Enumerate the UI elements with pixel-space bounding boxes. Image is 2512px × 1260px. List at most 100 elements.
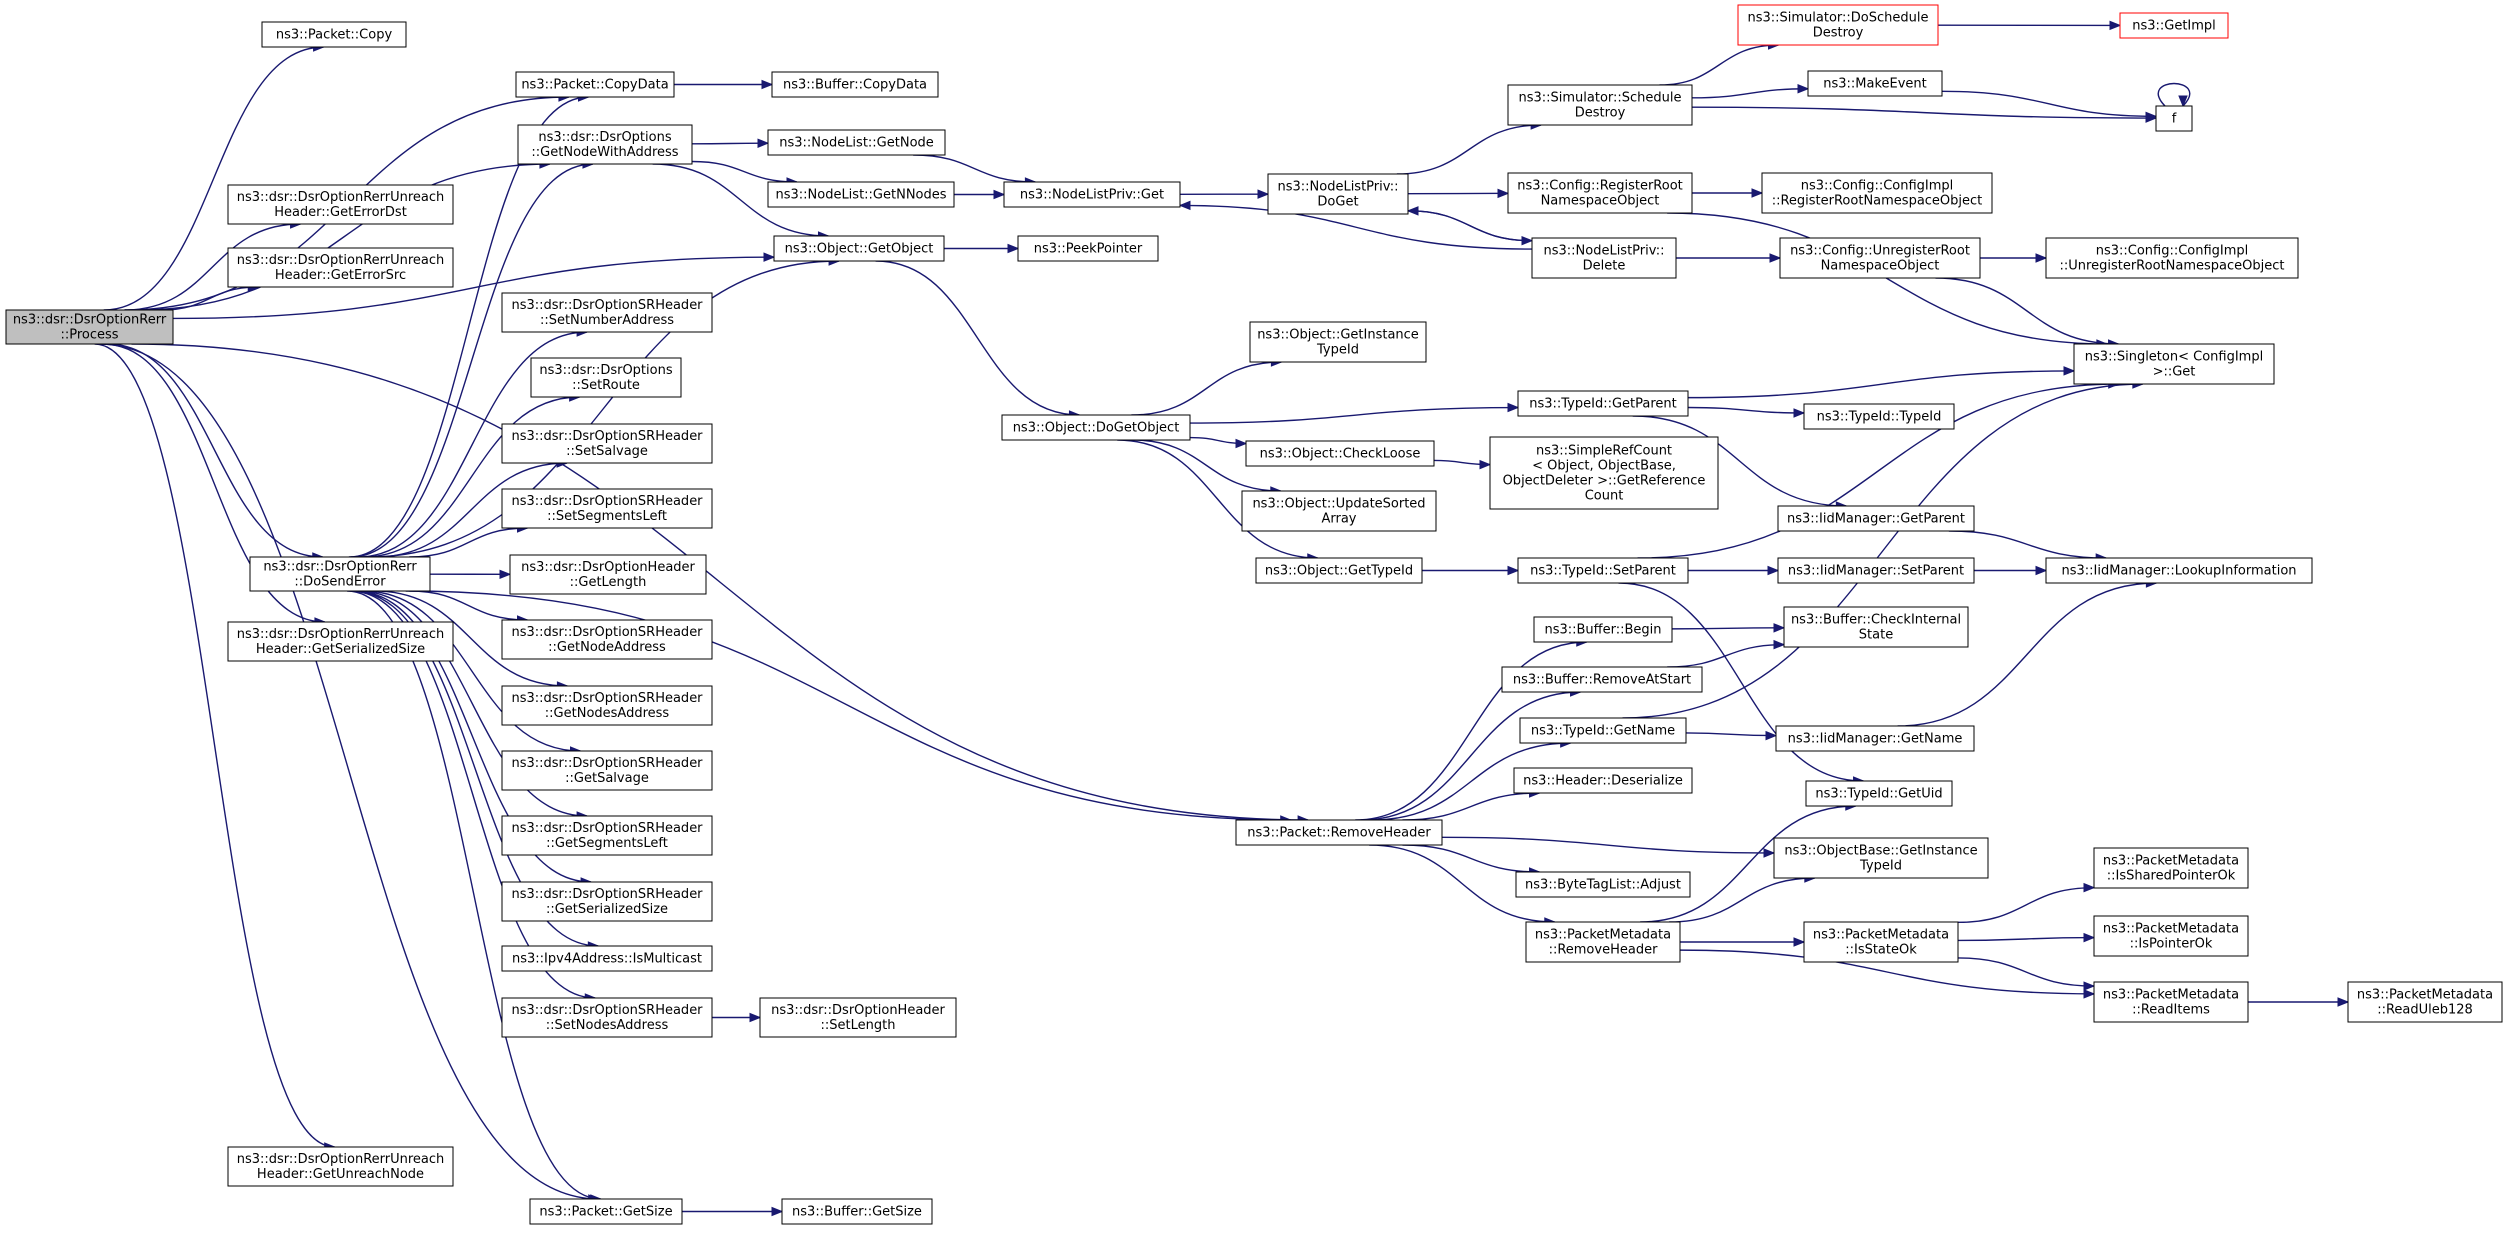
node-box[interactable] [1501,666,1703,693]
node-box[interactable] [1489,436,1719,510]
node-box[interactable] [1531,237,1677,279]
node-dogetobject[interactable]: ns3::Object::DoGetObject [1001,414,1191,441]
node-box[interactable] [1761,172,1993,214]
node-tidgetparent[interactable]: ns3::TypeId::GetParent [1517,390,1689,417]
node-setnumaddr[interactable]: ns3::dsr::DsrOptionSRHeader::SetNumberAd… [501,292,713,333]
node-box[interactable] [1737,4,1939,46]
node-bufcopydata[interactable]: ns3::Buffer::CopyData [771,71,939,98]
node-box[interactable] [501,945,713,972]
node-getnodewithaddr[interactable]: ns3::dsr::DsrOptions::GetNodeWithAddress [517,124,693,165]
node-box[interactable] [509,554,707,595]
node-box[interactable] [501,685,713,726]
node-btladjust[interactable]: ns3::ByteTagList::Adjust [1515,871,1691,898]
node-cfgregroot[interactable]: ns3::Config::RegisterRootNamespaceObject [1507,172,1693,214]
node-iidsetparent[interactable]: ns3::IidManager::SetParent [1777,557,1975,584]
node-box[interactable] [1517,557,1689,584]
node-box[interactable] [501,881,713,922]
node-hdrdeserialize[interactable]: ns3::Header::Deserialize [1513,767,1693,794]
node-iidgetparent[interactable]: ns3::IidManager::GetParent [1777,505,1975,532]
node-removeheader[interactable]: ns3::Packet::RemoveHeader [1235,819,1443,846]
node-box[interactable] [515,71,675,98]
node-box[interactable] [501,423,713,464]
node-box[interactable] [781,1198,933,1225]
node-box[interactable] [1245,440,1435,467]
node-box[interactable] [501,815,713,856]
node-box[interactable] [1805,780,1953,807]
node-box[interactable] [227,247,454,288]
node-pmisstateok[interactable]: ns3::PacketMetadata::IsStateOk [1803,921,1959,963]
node-box[interactable] [501,619,713,660]
node-setsegleft[interactable]: ns3::dsr::DsrOptionSRHeader::SetSegments… [501,488,713,529]
node-box[interactable] [1777,505,1975,532]
node-objgettypeid[interactable]: ns3::Object::GetTypeId [1255,557,1423,584]
node-copy[interactable]: ns3::Packet::Copy [261,21,407,48]
node-geterrorsrc[interactable]: ns3::dsr::DsrOptionRerrUnreachHeader::Ge… [227,247,454,288]
node-box[interactable] [261,21,407,48]
node-box[interactable] [1249,321,1427,363]
node-box[interactable] [2073,343,2275,385]
node-getsalvage[interactable]: ns3::dsr::DsrOptionSRHeader::GetSalvage [501,750,713,791]
node-box[interactable] [227,1146,454,1187]
node-box[interactable] [1241,490,1437,532]
node-box[interactable] [501,997,713,1038]
node-nlpdelete[interactable]: ns3::NodeListPriv::Delete [1531,237,1677,279]
node-nlgetnode[interactable]: ns3::NodeList::GetNode [767,129,946,156]
node-nlpget[interactable]: ns3::NodeListPriv::Get [1003,181,1181,208]
node-nlgetnnodes[interactable]: ns3::NodeList::GetNNodes [767,181,955,208]
node-bufgetsize[interactable]: ns3::Buffer::GetSize [781,1198,933,1225]
node-box[interactable] [1533,616,1673,643]
node-box[interactable] [773,235,945,262]
node-setroute[interactable]: ns3::dsr::DsrOptions::SetRoute [530,357,682,398]
node-box[interactable] [501,292,713,333]
node-box[interactable] [2347,981,2503,1023]
node-box[interactable] [1003,181,1181,208]
node-checkloose[interactable]: ns3::Object::CheckLoose [1245,440,1435,467]
node-box[interactable] [771,71,939,98]
node-getnodeaddr[interactable]: ns3::dsr::DsrOptionSRHeader::GetNodeAddr… [501,619,713,660]
node-singletonget[interactable]: ns3::Singleton< ConfigImpl>::Get [2073,343,2275,385]
node-box[interactable] [1779,237,1981,279]
node-box[interactable] [1255,557,1423,584]
node-getimpl[interactable]: ns3::GetImpl [2119,12,2229,39]
node-getsize[interactable]: ns3::Packet::GetSize [529,1198,683,1225]
node-box[interactable] [1267,173,1409,215]
node-cfgimplunregroot[interactable]: ns3::Config::ConfigImpl::UnregisterRootN… [2045,237,2299,279]
node-box[interactable] [227,621,454,662]
node-tidtypeid[interactable]: ns3::TypeId::TypeId [1803,403,1955,430]
node-tidgetname[interactable]: ns3::TypeId::GetName [1519,717,1687,744]
node-makeevent[interactable]: ns3::MakeEvent [1807,70,1943,97]
node-box[interactable] [1507,84,1693,126]
node-box[interactable] [1513,767,1693,794]
node-setsalvage[interactable]: ns3::dsr::DsrOptionSRHeader::SetSalvage [501,423,713,464]
node-box[interactable] [1017,235,1159,262]
node-iidgetname[interactable]: ns3::IidManager::GetName [1775,725,1975,752]
node-hdrgetlength[interactable]: ns3::dsr::DsrOptionHeader::GetLength [509,554,707,595]
node-pmreaditems[interactable]: ns3::PacketMetadata::ReadItems [2093,981,2249,1023]
node-box[interactable] [1525,921,1681,963]
node-box[interactable] [501,488,713,529]
node-box[interactable] [2093,847,2249,889]
node-pmispointerok[interactable]: ns3::PacketMetadata::IsPointerOk [2093,915,2249,957]
node-getunreachnode[interactable]: ns3::dsr::DsrOptionRerrUnreachHeader::Ge… [227,1146,454,1187]
node-bufremoveatstart[interactable]: ns3::Buffer::RemoveAtStart [1501,666,1703,693]
node-box[interactable] [767,181,955,208]
node-pmremoveheader[interactable]: ns3::PacketMetadata::RemoveHeader [1525,921,1681,963]
node-box[interactable] [2045,557,2313,584]
node-cfgimplregroot[interactable]: ns3::Config::ConfigImpl::RegisterRootNam… [1761,172,1993,214]
node-box[interactable] [1803,403,1955,430]
node-getobject[interactable]: ns3::Object::GetObject [773,235,945,262]
node-box[interactable] [1515,871,1691,898]
node-box[interactable] [2093,981,2249,1023]
node-box[interactable] [1519,717,1687,744]
node-box[interactable] [1773,837,1989,879]
node-box[interactable] [2093,915,2249,957]
node-ismulticast[interactable]: ns3::Ipv4Address::IsMulticast [501,945,713,972]
node-dosenderror[interactable]: ns3::dsr::DsrOptionRerr::DoSendError [249,556,431,592]
node-box[interactable] [501,750,713,791]
node-box[interactable] [767,129,946,156]
